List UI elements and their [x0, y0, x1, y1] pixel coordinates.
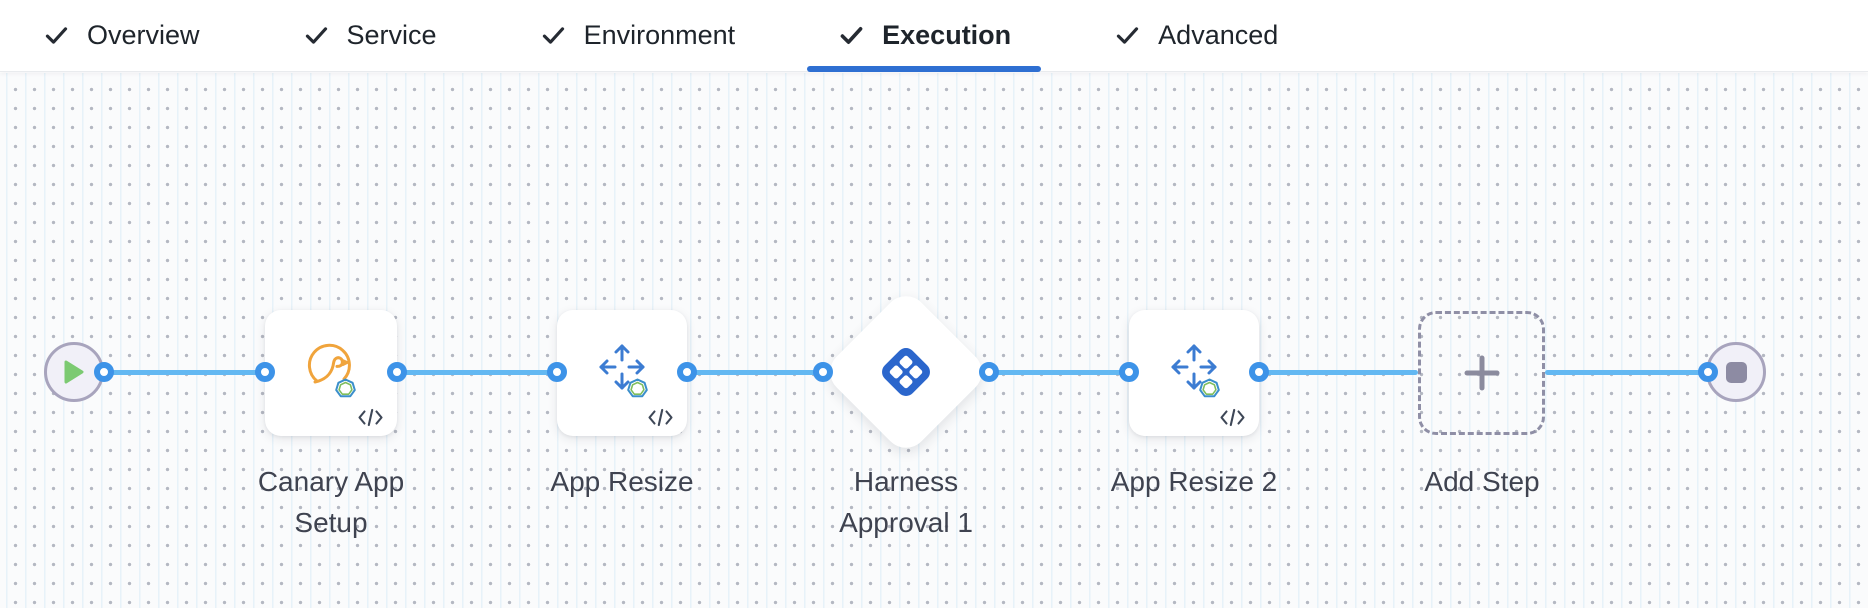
approval-diamond-content — [846, 312, 966, 432]
connector-point — [255, 362, 275, 382]
harness-logo-icon — [882, 348, 930, 396]
tab-label: Execution — [882, 20, 1012, 50]
node-label-add-step: Add Step — [1424, 466, 1540, 497]
gear-hexagon-badge-icon — [627, 378, 648, 398]
node-label-app-resize: App Resize — [550, 466, 694, 497]
approval-diamond-node[interactable] — [821, 287, 991, 457]
add-step-button[interactable] — [1418, 311, 1545, 435]
edge-connector — [104, 370, 265, 375]
node-label-app-resize-2: App Resize 2 — [1110, 466, 1278, 497]
gear-hexagon-badge-icon — [1199, 378, 1220, 398]
code-template-icon — [648, 408, 673, 427]
edge-connector — [687, 370, 823, 375]
stop-icon — [1725, 361, 1747, 383]
node-label-canary-app-setup: Canary App Setup — [257, 466, 405, 538]
tab-environment[interactable]: Environment — [509, 0, 766, 71]
tab-advanced[interactable]: Advanced — [1083, 0, 1308, 71]
node-card-app-resize[interactable] — [557, 310, 687, 436]
play-icon — [64, 360, 84, 384]
tab-label: Environment — [583, 20, 736, 50]
edge-connector — [1545, 370, 1708, 375]
edge-connector — [397, 370, 557, 375]
check-icon — [542, 27, 564, 44]
resize-arrows-icon — [599, 344, 645, 390]
connector-point — [1249, 362, 1269, 382]
check-icon — [305, 27, 327, 44]
connector-point — [677, 362, 697, 382]
plus-icon — [1464, 355, 1499, 391]
node-card-canary-app-setup[interactable] — [265, 310, 397, 436]
tab-label: Service — [346, 20, 437, 50]
tab-label: Overview — [87, 20, 200, 50]
connector-point — [94, 362, 114, 382]
code-template-icon — [358, 408, 383, 427]
check-icon — [1117, 27, 1139, 44]
tab-overview[interactable]: Overview — [12, 0, 230, 71]
tab-label: Advanced — [1158, 20, 1279, 50]
node-card-app-resize-2[interactable] — [1129, 310, 1259, 436]
stage-config-tabbar: Overview Service Environment Execution — [0, 0, 1868, 72]
tab-execution[interactable]: Execution — [807, 0, 1042, 72]
edge-connector — [989, 370, 1129, 375]
check-icon — [840, 27, 863, 44]
edge-connector — [1259, 370, 1418, 375]
canary-bird-icon — [307, 343, 351, 384]
resize-arrows-icon — [1171, 344, 1217, 390]
connector-point — [979, 362, 999, 382]
active-tab-underline — [807, 66, 1042, 72]
connector-point — [1119, 362, 1139, 382]
pipeline-canvas[interactable]: Canary App Setup App Resize Harness Appr… — [0, 73, 1868, 608]
code-template-icon — [1220, 408, 1245, 427]
connector-point — [813, 362, 833, 382]
gear-hexagon-badge-icon — [335, 378, 356, 398]
check-icon — [45, 27, 68, 44]
tab-service[interactable]: Service — [272, 0, 467, 71]
connector-point — [387, 362, 407, 382]
connector-point — [1698, 362, 1718, 382]
connector-point — [547, 362, 567, 382]
node-label-harness-approval-1: Harness Approval 1 — [839, 466, 973, 538]
